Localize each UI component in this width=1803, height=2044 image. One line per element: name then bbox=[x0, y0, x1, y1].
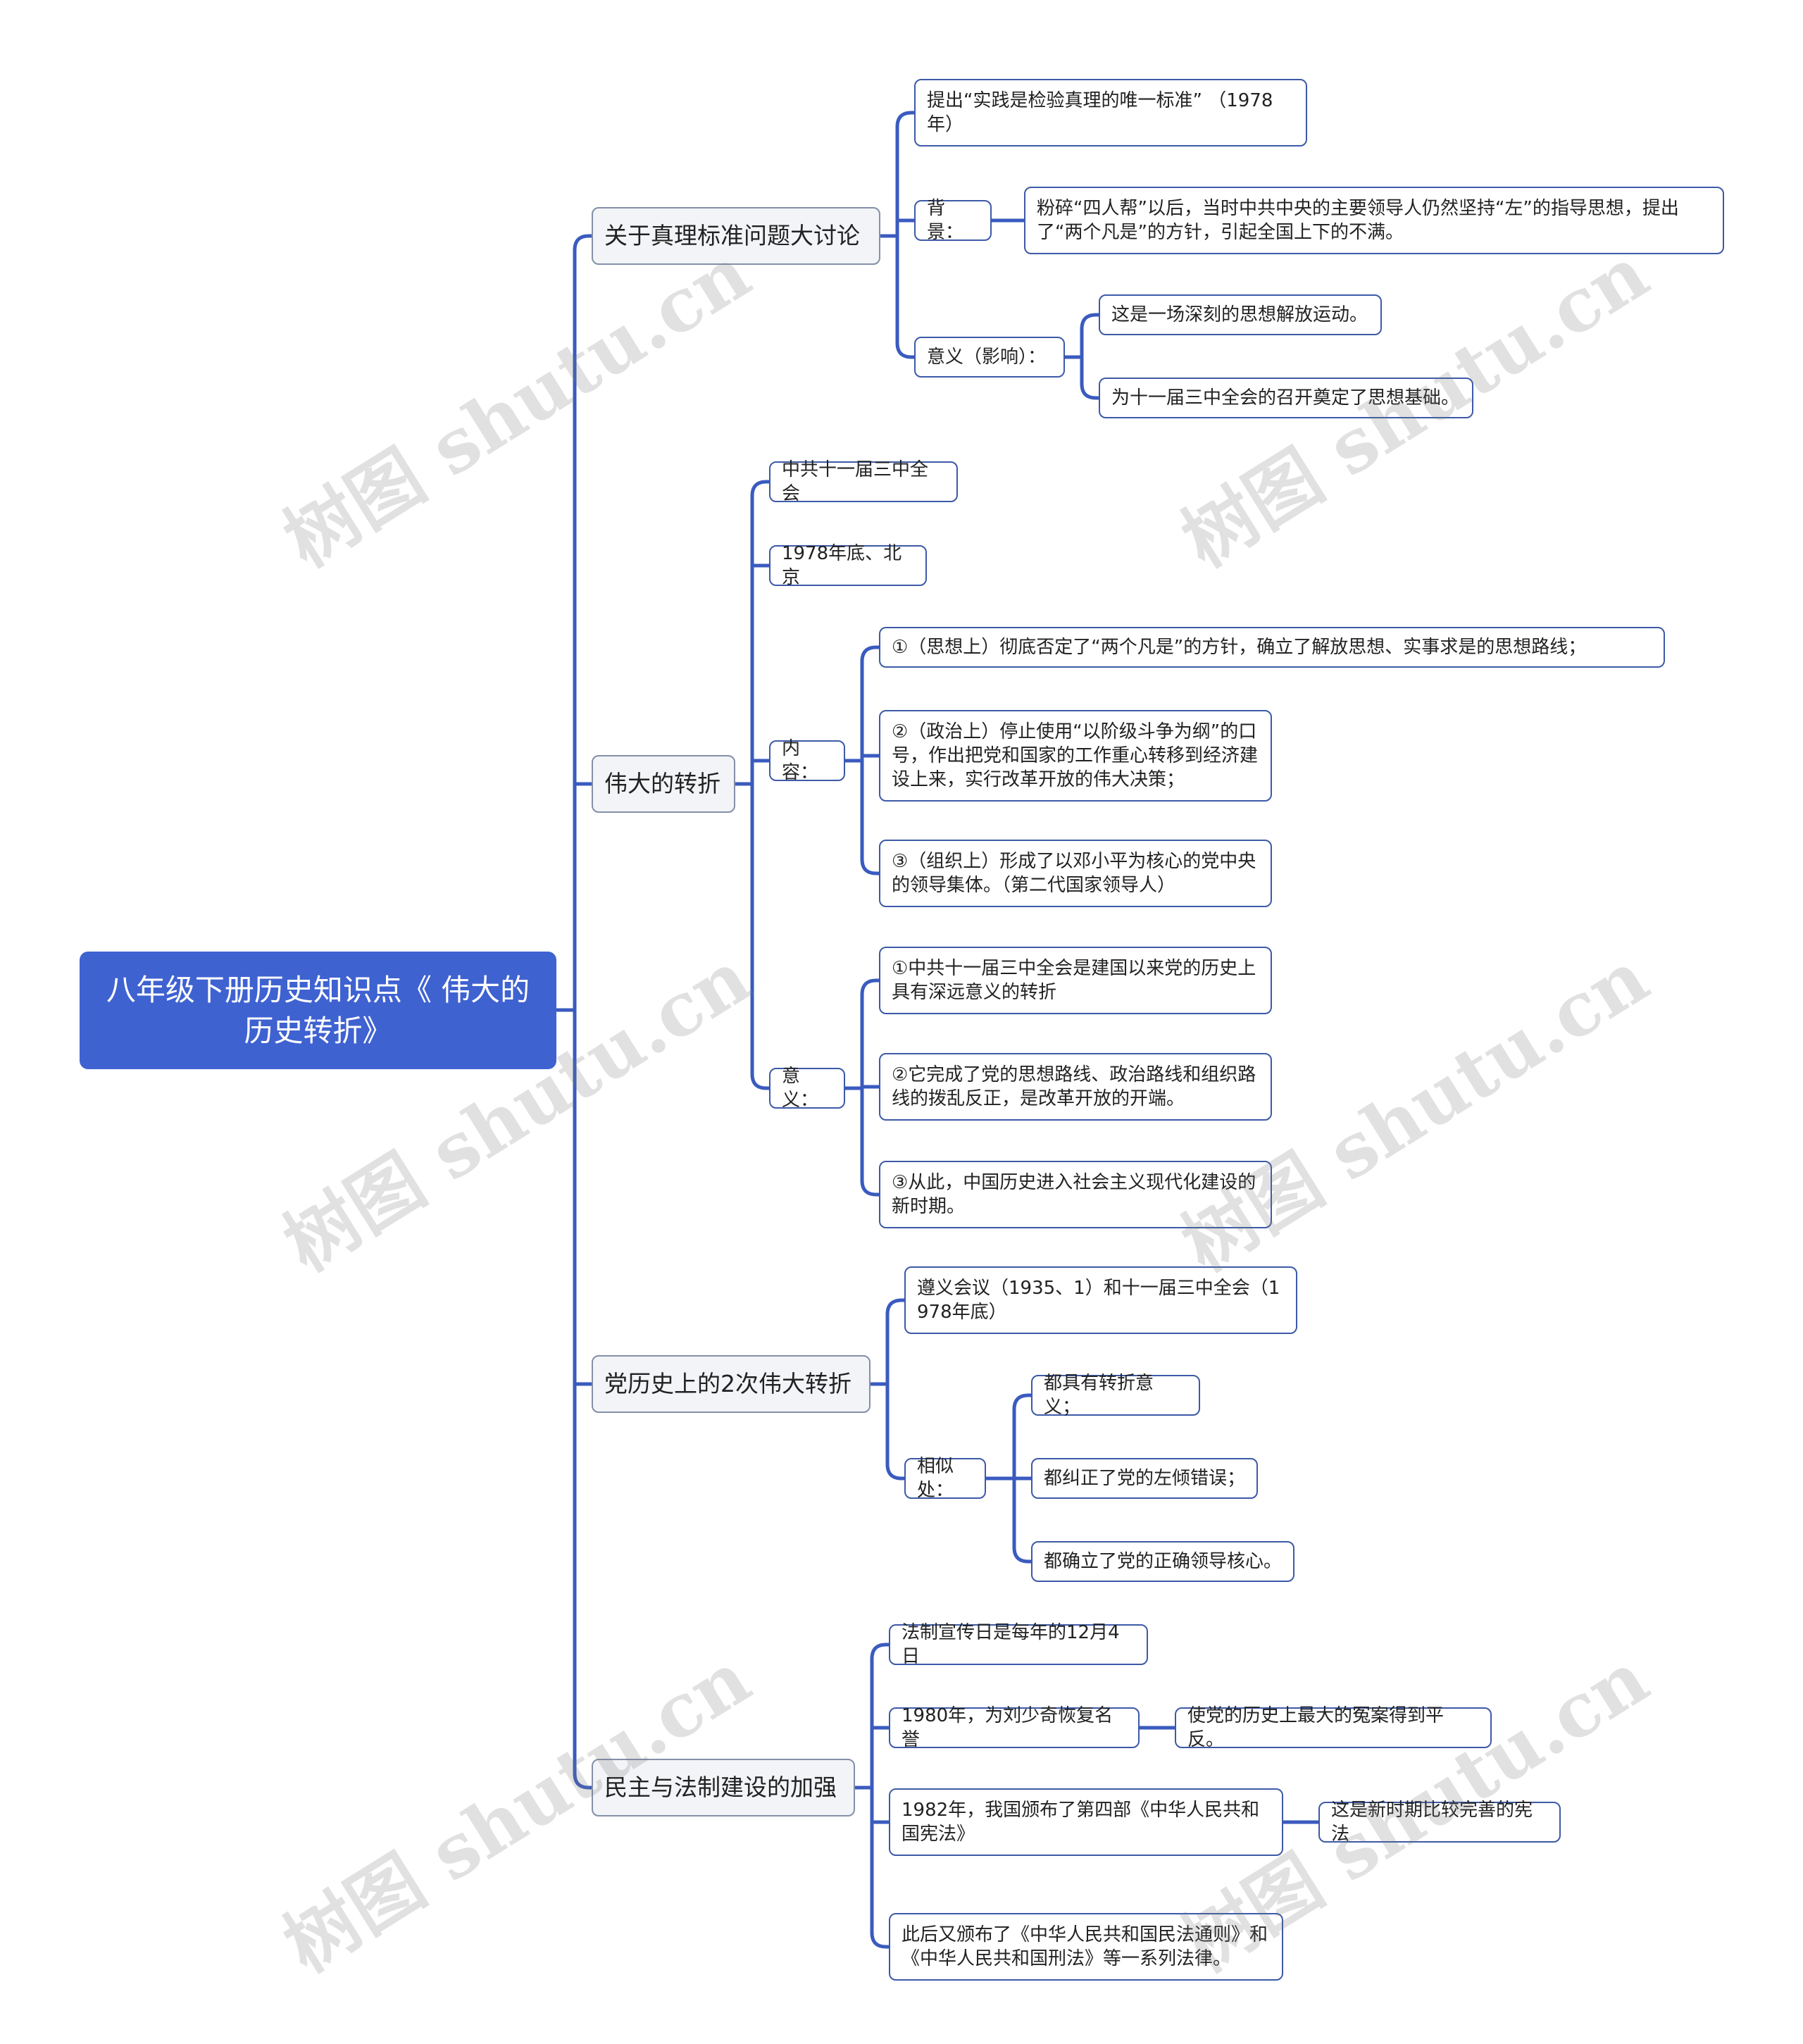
detail-significance-new-era[interactable]: ③从此，中国历史进入社会主义现代化建设的新时期。 bbox=[879, 1161, 1272, 1228]
detail-content-politics-label: ②（政治上）停止使用“以阶级斗争为纲”的口号，作出把党和国家的工作重心转移到经济… bbox=[892, 721, 1259, 790]
topic-background-label: 背景： bbox=[927, 198, 964, 243]
topic-other-laws[interactable]: 此后又颁布了《中华人民共和国民法通则》和《中华人民共和国刑法》等一系列法律。 bbox=[889, 1913, 1283, 1981]
detail-significance-new-era-label: ③从此，中国历史进入社会主义现代化建设的新时期。 bbox=[892, 1172, 1256, 1217]
topic-content[interactable]: 内容： bbox=[769, 738, 845, 783]
topic-zunyi-and-plenum-label: 遵义会议（1935、1）和十一届三中全会（1978年底） bbox=[917, 1278, 1280, 1323]
detail-liberation-movement-label: 这是一场深刻的思想解放运动。 bbox=[1111, 304, 1368, 325]
detail-content-politics[interactable]: ②（政治上）停止使用“以阶级斗争为纲”的口号，作出把党和国家的工作重心转移到经济… bbox=[879, 710, 1272, 802]
detail-similarity-turning[interactable]: 都具有转折意义； bbox=[1031, 1373, 1200, 1418]
topic-significance-2-label: 意义： bbox=[782, 1066, 819, 1111]
detail-content-organization[interactable]: ③（组织上）形成了以邓小平为核心的党中央的领导集体。（第二代国家领导人） bbox=[879, 840, 1272, 907]
detail-ideological-basis-label: 为十一届三中全会的召开奠定了思想基础。 bbox=[1111, 387, 1460, 409]
root-title: 八年级下册历史知识点《 伟大的历史转折》 bbox=[106, 972, 530, 1048]
topic-liu-shaoqi-label: 1980年，为刘少奇恢复名誉 bbox=[902, 1705, 1113, 1750]
detail-similarity-leadership[interactable]: 都确立了党的正确领导核心。 bbox=[1031, 1541, 1294, 1582]
topic-liu-shaoqi[interactable]: 1980年，为刘少奇恢复名誉 bbox=[889, 1705, 1140, 1750]
topic-background[interactable]: 背景： bbox=[914, 198, 992, 243]
detail-significance-turn[interactable]: ①中共十一届三中全会是建国以来党的历史上具有深远意义的转折 bbox=[879, 947, 1272, 1014]
topic-third-plenum-label: 中共十一届三中全会 bbox=[782, 459, 929, 504]
detail-ideological-basis[interactable]: 为十一届三中全会的召开奠定了思想基础。 bbox=[1099, 378, 1473, 418]
topic-constitution-1982[interactable]: 1982年，我国颁布了第四部《中华人民共和国宪法》 bbox=[889, 1788, 1283, 1856]
detail-content-organization-label: ③（组织上）形成了以邓小平为核心的党中央的领导集体。（第二代国家领导人） bbox=[892, 851, 1256, 896]
topic-practice-criterion[interactable]: 提出“实践是检验真理的唯一标准” （1978年） bbox=[914, 79, 1307, 147]
topic-content-label: 内容： bbox=[782, 738, 819, 783]
detail-liberation-movement[interactable]: 这是一场深刻的思想解放运动。 bbox=[1099, 294, 1382, 335]
branch-two-turns-label: 党历史上的2次伟大转折 bbox=[604, 1370, 851, 1397]
branch-truth-debate[interactable]: 关于真理标准问题大讨论 bbox=[592, 207, 880, 265]
detail-constitution-label: 这是新时期比较完善的宪法 bbox=[1331, 1800, 1533, 1845]
topic-time-place[interactable]: 1978年底、北京 bbox=[769, 543, 927, 588]
topic-significance-1[interactable]: 意义（影响）： bbox=[914, 337, 1065, 378]
detail-liu-shaoqi[interactable]: 使党的历史上最大的冤案得到平反。 bbox=[1175, 1705, 1492, 1750]
detail-background[interactable]: 粉碎“四人帮”以后，当时中共中央的主要领导人仍然坚持“左”的指导思想，提出了“两… bbox=[1024, 187, 1724, 254]
detail-background-label: 粉碎“四人帮”以后，当时中共中央的主要领导人仍然坚持“左”的指导思想，提出了“两… bbox=[1037, 198, 1679, 243]
branch-legal-construction-label: 民主与法制建设的加强 bbox=[604, 1774, 837, 1801]
detail-similarity-correction-label: 都纠正了党的左倾错误； bbox=[1044, 1468, 1246, 1489]
detail-liu-shaoqi-label: 使党的历史上最大的冤案得到平反。 bbox=[1187, 1705, 1445, 1750]
topic-significance-2[interactable]: 意义： bbox=[769, 1066, 845, 1111]
topic-similarities[interactable]: 相似处： bbox=[904, 1456, 986, 1501]
topic-other-laws-label: 此后又颁布了《中华人民共和国民法通则》和《中华人民共和国刑法》等一系列法律。 bbox=[902, 1924, 1268, 1969]
root-node[interactable]: 八年级下册历史知识点《 伟大的历史转折》 bbox=[80, 952, 556, 1069]
branch-great-turn-label: 伟大的转折 bbox=[604, 770, 720, 797]
detail-similarity-correction[interactable]: 都纠正了党的左倾错误； bbox=[1031, 1458, 1258, 1499]
detail-constitution[interactable]: 这是新时期比较完善的宪法 bbox=[1318, 1800, 1561, 1845]
topic-time-place-label: 1978年底、北京 bbox=[782, 543, 902, 588]
topic-third-plenum[interactable]: 中共十一届三中全会 bbox=[769, 459, 958, 504]
topic-significance-1-label: 意义（影响）： bbox=[927, 347, 1047, 368]
detail-significance-turn-label: ①中共十一届三中全会是建国以来党的历史上具有深远意义的转折 bbox=[892, 958, 1256, 1003]
detail-similarity-turning-label: 都具有转折意义； bbox=[1044, 1373, 1154, 1418]
branch-great-turn[interactable]: 伟大的转折 bbox=[592, 755, 735, 813]
branch-truth-debate-label: 关于真理标准问题大讨论 bbox=[604, 222, 860, 249]
detail-content-ideology[interactable]: ①（思想上）彻底否定了“两个凡是”的方针，确立了解放思想、实事求是的思想路线； bbox=[879, 627, 1665, 668]
branch-two-turns[interactable]: 党历史上的2次伟大转折 bbox=[592, 1355, 871, 1413]
topic-legal-day[interactable]: 法制宣传日是每年的12月4日 bbox=[889, 1622, 1148, 1667]
detail-significance-reform-label: ②它完成了党的思想路线、政治路线和组织路线的拨乱反正，是改革开放的开端。 bbox=[892, 1064, 1256, 1109]
topic-constitution-1982-label: 1982年，我国颁布了第四部《中华人民共和国宪法》 bbox=[902, 1800, 1260, 1845]
detail-content-ideology-label: ①（思想上）彻底否定了“两个凡是”的方针，确立了解放思想、实事求是的思想路线； bbox=[892, 637, 1587, 658]
topic-practice-criterion-label: 提出“实践是检验真理的唯一标准” （1978年） bbox=[927, 90, 1273, 135]
branch-legal-construction[interactable]: 民主与法制建设的加强 bbox=[592, 1759, 855, 1816]
topic-similarities-label: 相似处： bbox=[917, 1456, 954, 1501]
topic-zunyi-and-plenum[interactable]: 遵义会议（1935、1）和十一届三中全会（1978年底） bbox=[904, 1266, 1297, 1334]
detail-similarity-leadership-label: 都确立了党的正确领导核心。 bbox=[1044, 1551, 1283, 1572]
detail-significance-reform[interactable]: ②它完成了党的思想路线、政治路线和组织路线的拨乱反正，是改革开放的开端。 bbox=[879, 1053, 1272, 1121]
topic-legal-day-label: 法制宣传日是每年的12月4日 bbox=[902, 1622, 1120, 1667]
